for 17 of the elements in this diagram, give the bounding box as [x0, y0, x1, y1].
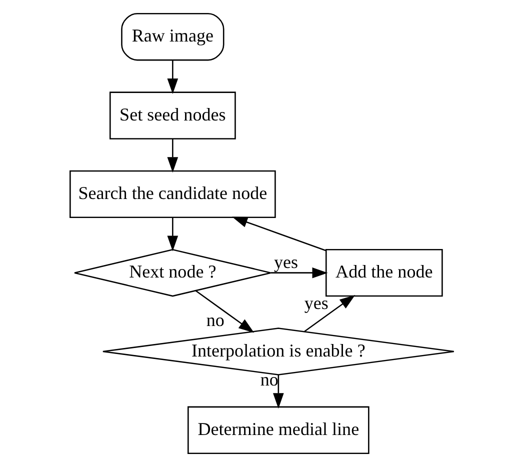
edge-label: no — [206, 310, 224, 330]
node-box: Raw image — [120, 13, 224, 61]
node-diamond: Interpolation is enable ? — [102, 328, 454, 376]
arrow — [303, 295, 355, 332]
arrow — [232, 216, 326, 252]
edge-label: yes — [273, 252, 298, 272]
node-box: Determine medial line — [187, 406, 369, 454]
node-box: Add the node — [324, 248, 442, 297]
arrow — [166, 217, 178, 252]
arrow — [270, 267, 328, 278]
node-box: Set seed nodes — [109, 92, 236, 140]
node-diamond: Next node ? — [73, 248, 271, 297]
arrow — [272, 374, 284, 409]
arrow — [166, 138, 178, 173]
node-box: Search the candidate node — [69, 170, 276, 218]
arrow — [166, 60, 178, 94]
arrow — [194, 290, 254, 333]
